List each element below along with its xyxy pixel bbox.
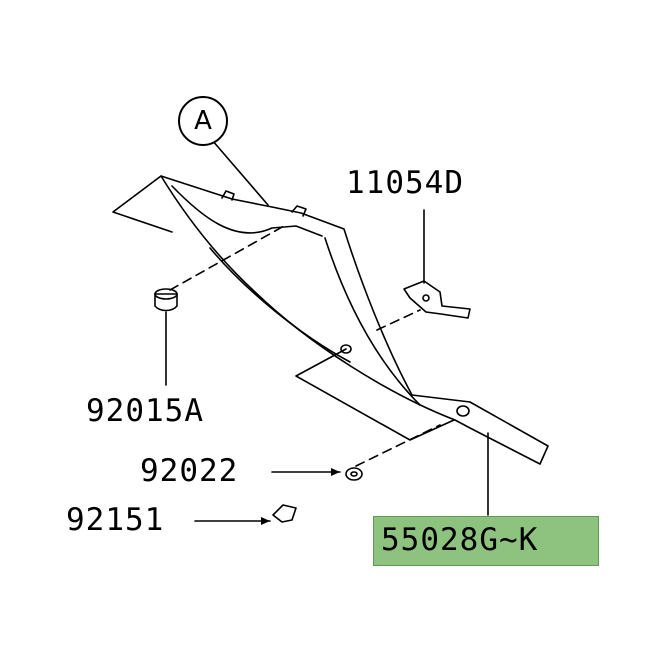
bracket-part: [403, 280, 471, 319]
washer-part: [345, 467, 363, 481]
dash-line: [376, 309, 421, 331]
reference-bracket-top: [112, 175, 173, 233]
collar-top: [154, 288, 178, 300]
collar-part: [154, 293, 178, 312]
cover-tab: [221, 190, 235, 201]
side-cover-inner-edge: [171, 185, 323, 237]
part-label-cover: 55028G~K: [381, 522, 539, 558]
arrowhead: [331, 468, 340, 476]
part-label-cover-highlight[interactable]: 55028G~K: [373, 516, 599, 566]
cover-grommet: [456, 405, 470, 417]
bracket-hole: [422, 294, 430, 302]
arrowhead: [261, 517, 270, 525]
leader-line-A: [211, 139, 269, 206]
part-label-washer: 92022: [140, 453, 239, 489]
side-cover-fold: [209, 247, 351, 363]
dash-line: [169, 225, 285, 291]
part-label-collar: 92015A: [86, 393, 204, 429]
highlight-fill: [373, 516, 599, 566]
callout-a-text: A: [194, 106, 212, 136]
side-cover-rib: [324, 237, 421, 406]
dash-line: [355, 424, 441, 467]
cover-tab: [291, 205, 307, 217]
reference-bracket-bottom: [295, 348, 455, 441]
part-label-bracket: 11054D: [346, 165, 464, 201]
washer-hole: [350, 471, 358, 477]
side-cover-outline: [160, 175, 549, 465]
part-label-screw: 92151: [66, 502, 165, 538]
callout-a: A: [178, 96, 228, 146]
screw-part: [272, 504, 297, 523]
cover-grommet: [340, 344, 352, 354]
